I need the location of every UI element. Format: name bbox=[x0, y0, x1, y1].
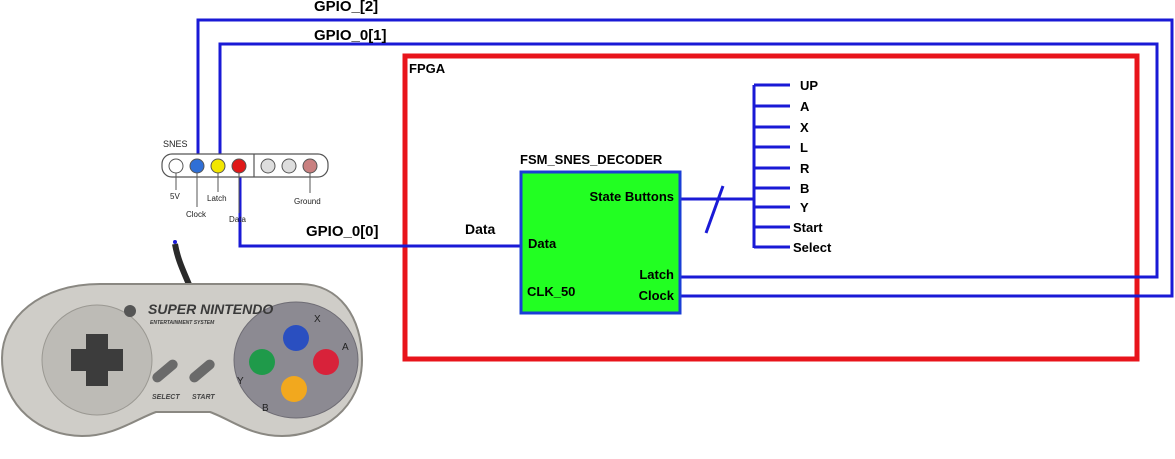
port-clock: Clock bbox=[639, 288, 675, 303]
gpio-0-1-label: GPIO_0[1] bbox=[314, 27, 387, 44]
output-label-x: X bbox=[800, 120, 809, 135]
port-latch: Latch bbox=[639, 267, 674, 282]
decoder-title: FSM_SNES_DECODER bbox=[520, 152, 663, 167]
button-b-label: B bbox=[262, 403, 269, 414]
gpio-0-0-wire bbox=[238, 165, 523, 248]
output-label-a: A bbox=[800, 99, 810, 114]
start-button bbox=[189, 359, 215, 383]
gpio-0-1-wire bbox=[218, 42, 1159, 279]
wires bbox=[196, 18, 1174, 298]
pin-ground bbox=[302, 158, 318, 174]
port-data: Data bbox=[528, 236, 557, 251]
decoder-block bbox=[519, 170, 682, 315]
face-button-well bbox=[233, 301, 359, 419]
output-label-y: Y bbox=[800, 200, 809, 215]
connector-title: SNES bbox=[163, 139, 188, 149]
data-wire-label: Data bbox=[465, 221, 496, 237]
button-x-label: X bbox=[314, 314, 321, 325]
dpad bbox=[71, 334, 123, 386]
gpio-0-0-label: GPIO_0[0] bbox=[306, 223, 379, 240]
nintendo-logo-icon bbox=[124, 305, 136, 317]
brand-subtitle: ENTERTAINMENT SYSTEM bbox=[150, 320, 215, 326]
button-y-label: Y bbox=[237, 376, 244, 387]
pin-latch bbox=[210, 158, 226, 174]
gpio-2-label: GPIO_[2] bbox=[314, 0, 378, 15]
pin-nc-2 bbox=[281, 158, 297, 174]
gpio-2-wire bbox=[196, 18, 1174, 298]
button-y bbox=[249, 349, 275, 375]
fpga-label: FPGA bbox=[409, 61, 446, 76]
fpga-boundary bbox=[402, 53, 1140, 362]
start-label: START bbox=[192, 394, 215, 401]
pin-ground-label: Ground bbox=[294, 197, 321, 206]
output-label-b: B bbox=[800, 181, 809, 196]
pin-clock-label: Clock bbox=[186, 210, 207, 219]
pin-nc-1 bbox=[260, 158, 276, 174]
pin-clock bbox=[189, 158, 205, 174]
output-label-start: Start bbox=[793, 220, 823, 235]
output-label-select: Select bbox=[793, 240, 832, 255]
select-label: SELECT bbox=[152, 394, 180, 401]
output-label-l: L bbox=[800, 140, 808, 155]
port-clk: CLK_50 bbox=[527, 284, 575, 299]
snes-connector: SNES 5V Clock Latch Data Ground bbox=[161, 139, 329, 224]
button-x bbox=[283, 325, 309, 351]
pin-latch-label: Latch bbox=[207, 194, 227, 203]
button-a bbox=[313, 349, 339, 375]
output-label-r: R bbox=[800, 161, 810, 176]
select-button bbox=[152, 359, 178, 383]
button-b bbox=[281, 376, 307, 402]
button-a-label: A bbox=[342, 342, 349, 353]
brand-label: SUPER NINTENDO bbox=[148, 301, 273, 317]
pin-data bbox=[231, 158, 247, 174]
output-label-up: UP bbox=[800, 78, 818, 93]
port-state-buttons: State Buttons bbox=[590, 189, 675, 204]
pin-5v bbox=[168, 158, 184, 174]
pin-5v-label: 5V bbox=[170, 192, 180, 201]
snes-controller: X A Y B SELECT START SUPER NINTENDO ENTE… bbox=[0, 240, 364, 438]
bus-slash bbox=[704, 185, 725, 234]
pin-data-label: Data bbox=[229, 215, 246, 224]
